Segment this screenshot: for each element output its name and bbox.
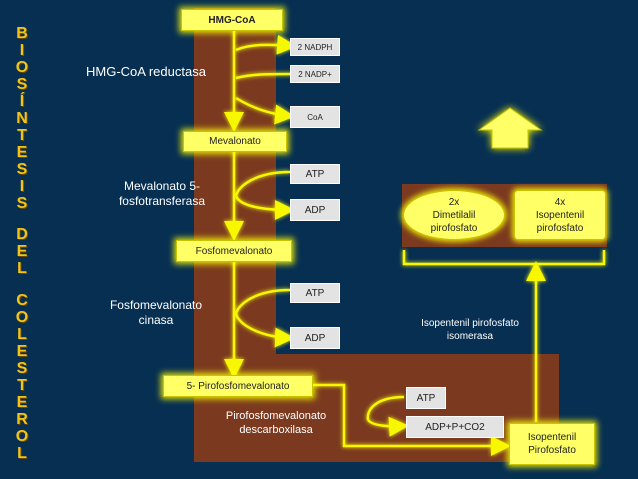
title-letter: T xyxy=(17,127,27,144)
product-isopentenil-line3: pirofosfato xyxy=(536,222,584,234)
title-letter: O xyxy=(15,428,29,445)
title-letter: L xyxy=(17,326,27,343)
cofactor-atp-3-label: ATP xyxy=(416,392,436,404)
cofactor-atp-1: ATP xyxy=(290,164,340,184)
title-letter: E xyxy=(16,243,28,260)
cofactor-coa: CoA xyxy=(290,106,340,128)
title-letter: C xyxy=(16,292,28,309)
title-letter: E xyxy=(16,394,28,411)
cofactor-nadph-label: 2 NADPH xyxy=(297,42,333,52)
title-letter: L xyxy=(17,260,27,277)
title-letter: S xyxy=(16,360,28,377)
title-letter: O xyxy=(15,309,29,326)
enzyme-hmg-coa-reductasa: HMG-CoA reductasa xyxy=(86,64,236,80)
enzyme-isomerasa-line1: Isopentenil pirofosfato xyxy=(421,318,519,329)
title-letter: B xyxy=(16,25,28,42)
title-letter: O xyxy=(15,59,29,76)
cofactor-nadp: 2 NADP+ xyxy=(290,65,340,83)
node-pirofosfomevalonato-label: 5- Pirofosfomevalonato xyxy=(186,380,290,392)
cofactor-atp-1-label: ATP xyxy=(305,168,325,180)
node-fosfomevalonato-label: Fosfomevalonato xyxy=(195,245,273,257)
node-isopentenil-line1: Isopentenil xyxy=(527,432,577,443)
title-letter: Í xyxy=(19,93,25,110)
title-letter: T xyxy=(17,377,27,394)
title-letter: L xyxy=(17,445,27,462)
enzyme-descarboxilasa: Pirofosfomevalonato descarboxilasa xyxy=(218,410,334,438)
product-dimetilalil-line3: pirofosfato xyxy=(430,222,478,234)
node-mevalonato: Mevalonato xyxy=(183,131,287,152)
node-isopentenil-line2: Pirofosfato xyxy=(528,445,576,456)
cofactor-nadp-label: 2 NADP+ xyxy=(298,69,332,79)
node-isopentenil-pirofosfato: Isopentenil Pirofosfato xyxy=(509,423,595,465)
cofactor-atp-2-label: ATP xyxy=(305,287,325,299)
title-letter: R xyxy=(16,411,28,428)
title-letter: I xyxy=(19,178,25,195)
enzyme-fosfomevalonato-line1: Fosfomevalonato xyxy=(109,298,203,312)
enzyme-fosfomevalonato-line2: cinasa xyxy=(138,313,174,327)
title-letter: D xyxy=(16,226,28,243)
cofactor-adp-p-co2-label: ADP+P+CO2 xyxy=(425,421,485,433)
cofactor-adp-2-label: ADP xyxy=(304,332,326,344)
cofactor-adp-1-label: ADP xyxy=(304,204,326,216)
cofactor-adp-1: ADP xyxy=(290,199,340,221)
title-letter: I xyxy=(19,42,25,59)
product-dimetilalil-line1: 2x xyxy=(448,196,460,208)
enzyme-hmg-coa-reductasa-label: HMG-CoA reductasa xyxy=(86,64,206,79)
title-letter: N xyxy=(16,110,28,127)
enzyme-isomerasa: Isopentenil pirofosfato isomerasa xyxy=(400,318,540,343)
product-dimetilalil-line2: Dimetilalil xyxy=(432,209,476,221)
product-dimetilalil: 2x Dimetilalil pirofosfato xyxy=(403,190,505,240)
enzyme-mevalonato-line2: fosfotransferasa xyxy=(118,194,206,208)
enzyme-fosfomevalonato-cinasa: Fosfomevalonato cinasa xyxy=(94,298,218,328)
title-letter: E xyxy=(16,144,28,161)
enzyme-mevalonato-fosfotransferasa: Mevalonato 5- fosfotransferasa xyxy=(100,179,224,209)
up-arrow-icon xyxy=(477,107,543,149)
cofactor-adp-2: ADP xyxy=(290,327,340,349)
product-isopentenil-line2: Isopentenil xyxy=(535,209,585,221)
right-riser-band xyxy=(506,354,559,384)
title-letter: E xyxy=(16,343,28,360)
title-letter: S xyxy=(16,76,28,93)
enzyme-descarboxilasa-line1: Pirofosfomevalonato xyxy=(225,410,327,422)
node-mevalonato-label: Mevalonato xyxy=(209,136,261,147)
node-pirofosfomevalonato: 5- Pirofosfomevalonato xyxy=(163,375,313,397)
cofactor-atp-2: ATP xyxy=(290,283,340,303)
cofactor-coa-label: CoA xyxy=(307,112,323,122)
cofactor-atp-3: ATP xyxy=(406,387,446,409)
title-letter: S xyxy=(16,195,28,212)
cofactor-nadph: 2 NADPH xyxy=(290,38,340,56)
node-hmg-coa-label: HMG-CoA xyxy=(208,14,256,26)
product-isopentenil-line1: 4x xyxy=(554,196,566,208)
enzyme-isomerasa-line2: isomerasa xyxy=(446,330,494,342)
cofactor-adp-p-co2: ADP+P+CO2 xyxy=(406,416,504,438)
title-letter: S xyxy=(16,161,28,178)
product-isopentenil-4x: 4x Isopentenil pirofosfato xyxy=(514,190,606,240)
enzyme-mevalonato-line1: Mevalonato 5- xyxy=(123,179,201,193)
node-hmg-coa: HMG-CoA xyxy=(181,9,283,31)
enzyme-descarboxilasa-line2: descarboxilasa xyxy=(239,423,313,436)
node-fosfomevalonato: Fosfomevalonato xyxy=(176,240,292,262)
